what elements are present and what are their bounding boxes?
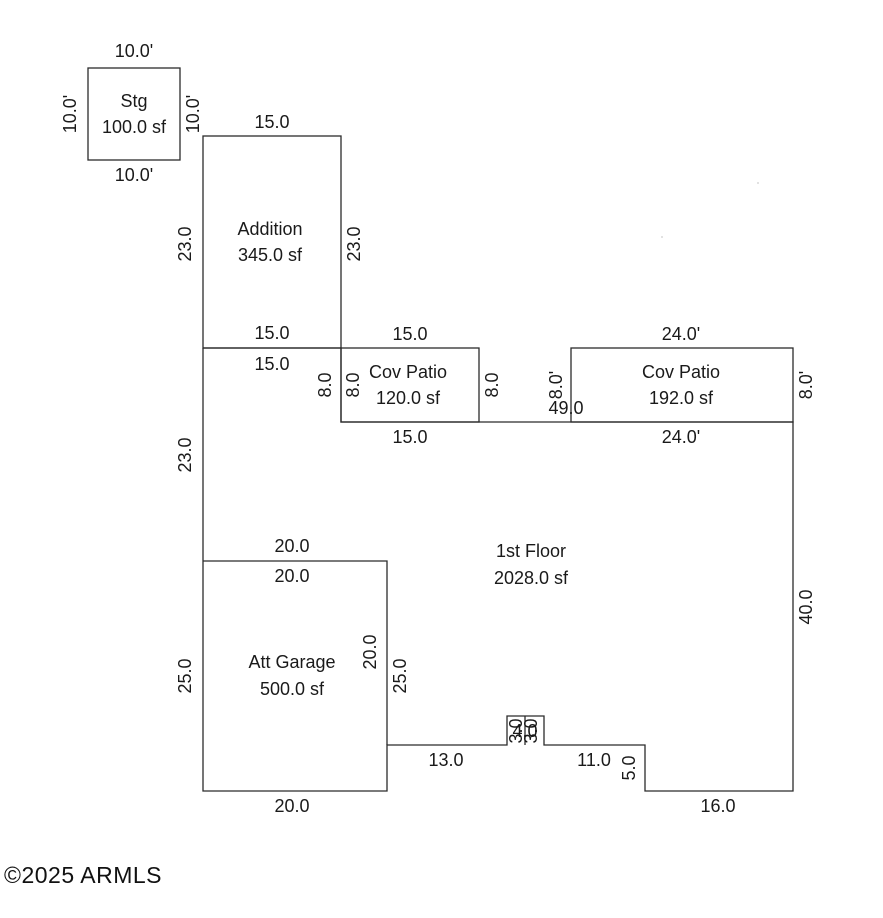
copyright-notice: ©2025 ARMLS: [4, 862, 162, 888]
dim-floor-bottom-13: 13.0: [428, 750, 463, 770]
dim-addition-top: 15.0: [254, 112, 289, 132]
dim-patio-left-bottom: 15.0: [392, 427, 427, 447]
dim-floor-bottom-16: 16.0: [700, 796, 735, 816]
scan-speck: [661, 236, 663, 238]
garage-wall: [203, 560, 388, 745]
dim-stg-right: 10.0': [183, 95, 203, 133]
dim-floor-top-left: 15.0: [254, 354, 289, 374]
scan-speck: [757, 182, 759, 184]
dim-patio-right-bottom: 24.0': [662, 427, 700, 447]
cov-patio-left-name-label: Cov Patio: [369, 362, 447, 382]
first-floor-name-label: 1st Floor: [496, 541, 566, 561]
dim-notch-b: 4.0: [512, 721, 537, 741]
dim-patio-right-left: 8.0': [546, 371, 566, 399]
dim-addition-left: 23.0: [175, 226, 195, 261]
copyright-text: 2025 ARMLS: [21, 862, 162, 888]
dim-addition-right: 23.0: [344, 226, 364, 261]
dim-stg-top: 10.0': [115, 41, 153, 61]
dim-patio-right-right: 8.0': [796, 371, 816, 399]
dim-patio-left-top: 15.0: [392, 324, 427, 344]
dim-floor-right: 40.0: [796, 589, 816, 624]
cov-patio-right-area-label: 192.0 sf: [649, 388, 714, 408]
dim-addition-bottom: 15.0: [254, 323, 289, 343]
dim-garage-right-outer: 25.0: [390, 658, 410, 693]
dim-garage-bottom: 20.0: [274, 796, 309, 816]
att-garage-area-label: 500.0 sf: [260, 679, 325, 699]
cov-patio-left-area-label: 120.0 sf: [376, 388, 441, 408]
dim-patio-left-left: 8.0: [343, 372, 363, 397]
storage-outline: [87, 67, 181, 161]
dim-garage-top-inner: 20.0: [274, 566, 309, 586]
att-garage-name-label: Att Garage: [248, 652, 335, 672]
storage-area-label: 100.0 sf: [102, 117, 167, 137]
dim-notch-a: 3.0: [506, 718, 526, 743]
dim-garage-left: 25.0: [175, 658, 195, 693]
addition-outline: [202, 135, 342, 349]
cov-patio-right-name-label: Cov Patio: [642, 362, 720, 382]
dim-stg-bottom: 10.0': [115, 165, 153, 185]
dim-stg-left: 10.0': [60, 95, 80, 133]
dim-garage-top-outer: 20.0: [274, 536, 309, 556]
dim-notch-c: 3.0: [521, 718, 541, 743]
dim-floor-bottom-11: 11.0: [577, 750, 611, 770]
dim-garage-right-inner: 20.0: [360, 634, 380, 669]
cov-patio-right-outline: [570, 347, 794, 423]
dim-patio-right-top: 24.0': [662, 324, 700, 344]
storage-name-label: Stg: [120, 91, 147, 111]
addition-area-label: 345.0 sf: [238, 245, 303, 265]
dim-floor-left-upper: 23.0: [175, 437, 195, 472]
dim-patio-left-right: 8.0: [482, 372, 502, 397]
addition-name-label: Addition: [237, 219, 302, 239]
dim-floor-span-49: 49.0: [548, 398, 583, 418]
dim-floor-step-5: 5.0: [619, 755, 639, 780]
first-floor-area-label: 2028.0 sf: [494, 568, 569, 588]
dim-floor-step-8: 8.0: [315, 372, 335, 397]
first-floor-outline: [202, 347, 794, 792]
